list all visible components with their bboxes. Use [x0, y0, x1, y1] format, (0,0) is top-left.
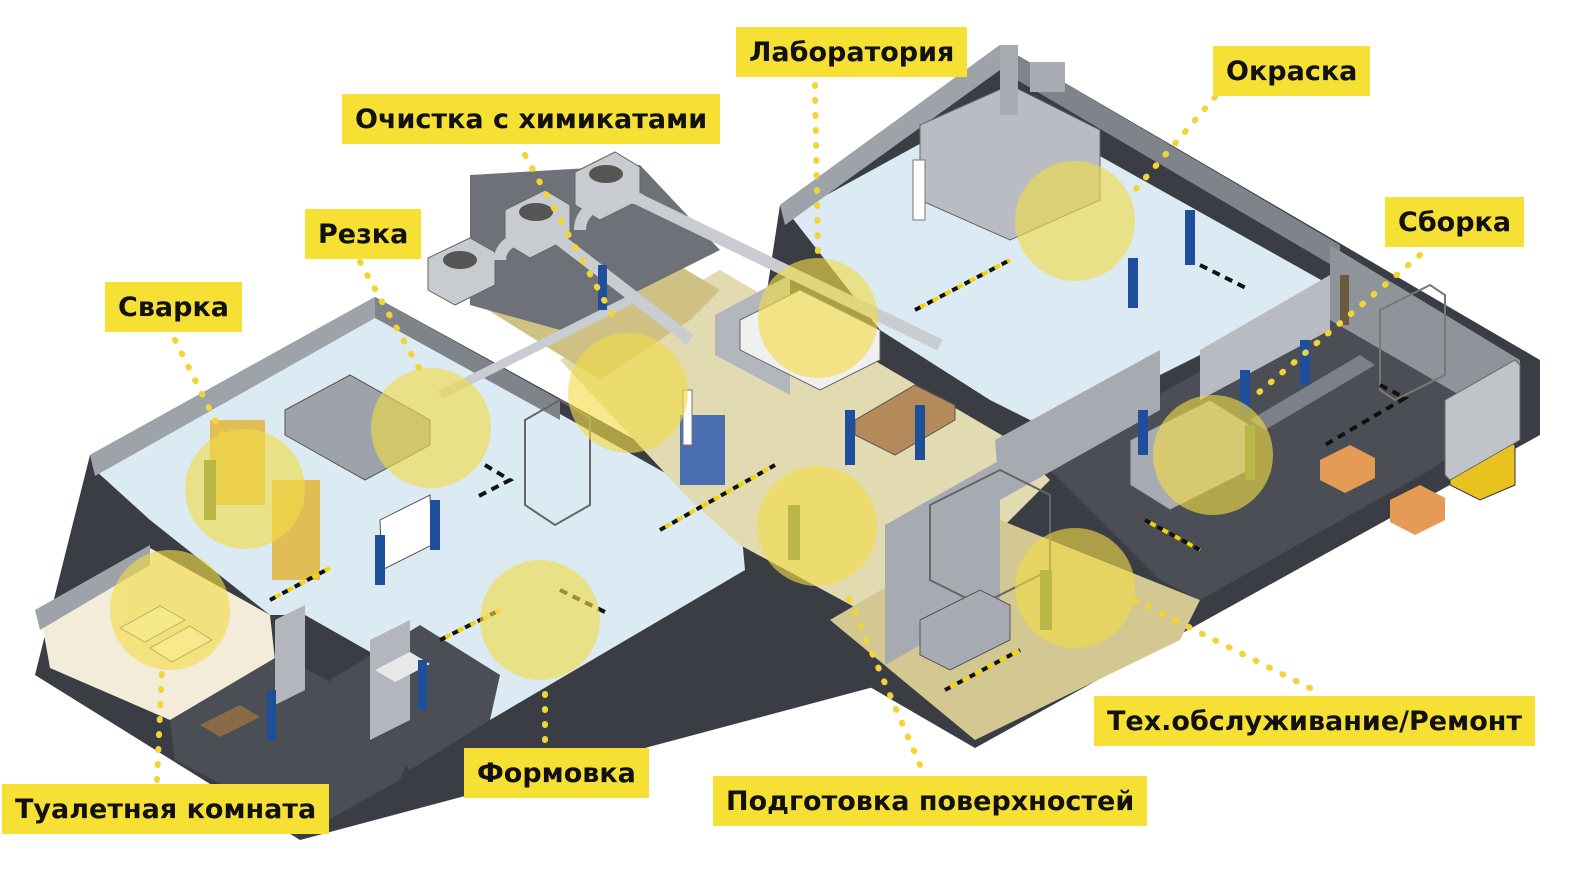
zone-hotspots: [110, 161, 1273, 680]
label-maintenance: Тех.обслуживание/Ремонт: [1094, 696, 1536, 746]
label-assembly: Сборка: [1385, 197, 1525, 247]
walls: [35, 45, 1520, 740]
leader-lines: [154, 82, 1423, 783]
label-cutting: Резка: [305, 209, 422, 259]
label-chemical-cleaning: Очистка с химикатами: [342, 94, 721, 144]
label-painting: Окраска: [1213, 46, 1371, 96]
label-molding: Формовка: [464, 748, 649, 798]
label-restroom: Туалетная комната: [2, 784, 330, 834]
label-surface-prep: Подготовка поверхностей: [713, 776, 1148, 826]
label-laboratory: Лаборатория: [736, 27, 968, 77]
label-welding: Сварка: [105, 282, 242, 332]
